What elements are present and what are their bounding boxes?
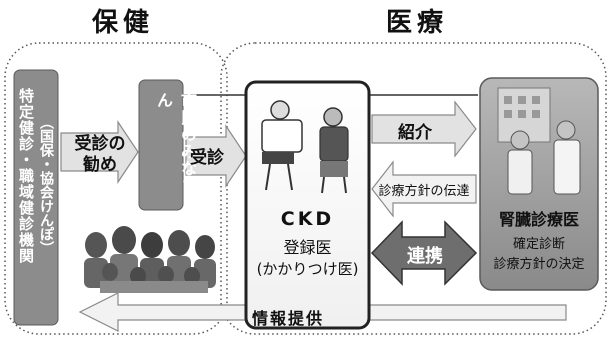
referral-arrow [371, 100, 477, 158]
policy-transfer-label: 診療方針の伝達 [378, 184, 470, 199]
left-org-sublabel: （国保・協会けんぽ） [38, 115, 54, 255]
hospital-illustration [497, 87, 581, 195]
family-illustration [84, 226, 216, 293]
ckd-line2: 登録医 [283, 238, 332, 257]
section-title-medical: 医療 [386, 8, 449, 38]
citizens-label: 市民のみなさん [154, 92, 197, 194]
recommend-label: 受診の 勧め [62, 134, 138, 176]
left-org-box [13, 69, 59, 326]
kidney-title: 腎臓診療医 [498, 210, 579, 229]
ckd-title: CKD [280, 208, 335, 230]
policy-transfer-arrow [371, 160, 477, 218]
referral-label: 紹介 [398, 123, 432, 143]
health-section-outline [4, 42, 228, 335]
kidney-line1: 確定診断 [512, 237, 565, 252]
left-org-label: 特定健診・職域健診機関 [17, 88, 35, 264]
cooperation-label: 連携 [407, 246, 443, 267]
section-title-health: 保健 [92, 8, 155, 38]
doctor-patient-illustration [261, 100, 349, 194]
citizens-box [138, 79, 184, 211]
recommend-label-line1: 受診の [74, 134, 126, 154]
cooperation-arrow [370, 220, 478, 286]
recommend-arrow [60, 120, 139, 184]
visit-arrow [185, 124, 247, 188]
ckd-box [244, 80, 371, 330]
ckd-line3: (かかりつけ医) [256, 260, 359, 278]
visit-label: 受診 [190, 148, 224, 168]
medical-section-outline [220, 42, 607, 335]
recommend-label-line2: 勧め [83, 155, 117, 175]
kidney-line2: 診療方針の決定 [493, 257, 585, 272]
info-provision-label: 情報提供 [252, 309, 325, 328]
